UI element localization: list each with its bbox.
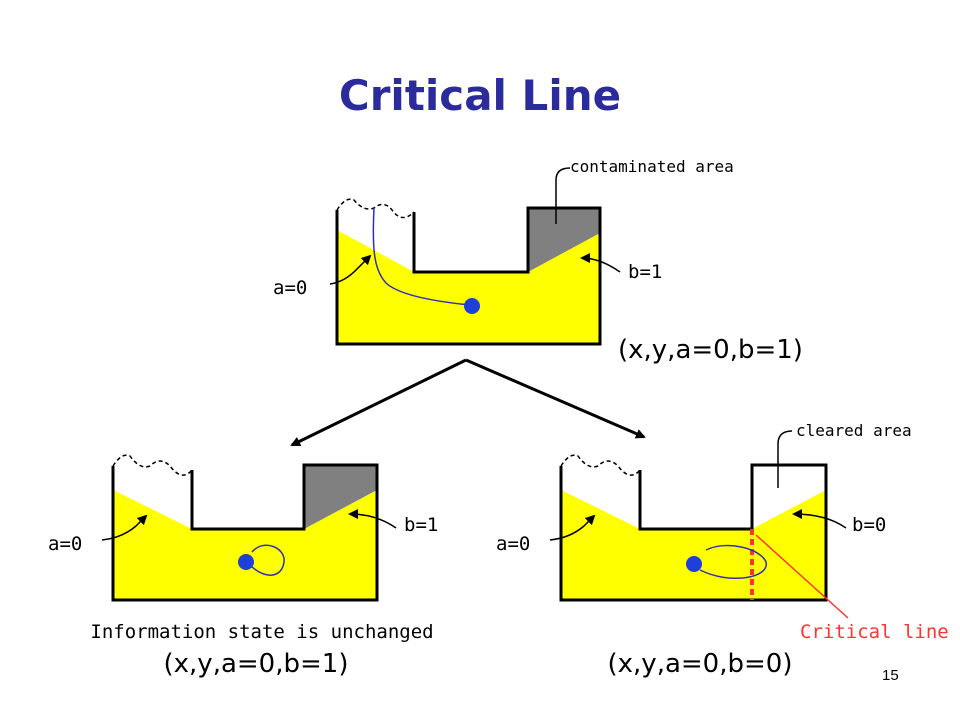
a-label: a=0 xyxy=(273,277,307,299)
page-number: 15 xyxy=(882,667,899,684)
left-panel: a=0 b=1 Information state is unchanged (… xyxy=(48,454,438,679)
robot-dot-icon xyxy=(464,298,480,314)
b-leader xyxy=(792,509,847,529)
contaminated-leader xyxy=(555,167,571,224)
arrow-left xyxy=(290,358,467,447)
water-region xyxy=(337,230,600,344)
robot-dot-icon xyxy=(238,554,254,570)
slide-title: Critical Line xyxy=(339,71,621,120)
b-leader xyxy=(580,253,621,273)
a-label: a=0 xyxy=(48,533,82,555)
top-state-label: (x,y,a=0,b=1) xyxy=(618,335,803,365)
water-region xyxy=(113,490,377,600)
uncertain-boundary xyxy=(560,454,641,476)
robot-loop-path xyxy=(249,544,285,576)
robot-dot-icon xyxy=(686,556,702,572)
a-leader xyxy=(101,514,148,541)
a-label: a=0 xyxy=(496,533,530,555)
b-label: b=1 xyxy=(628,261,662,283)
robot-path xyxy=(372,207,471,306)
water-region xyxy=(561,490,826,600)
contaminated-region xyxy=(528,208,600,272)
a-leader xyxy=(549,514,596,541)
info-caption: Information state is unchanged xyxy=(90,621,433,643)
tank-outline xyxy=(559,463,828,602)
arrow-right xyxy=(465,358,646,439)
contaminated-label: contaminated area xyxy=(570,157,734,176)
b-leader xyxy=(348,509,397,529)
right-panel: cleared area a=0 b=0 Critical line (x,y,… xyxy=(496,421,949,679)
uncertain-boundary xyxy=(336,198,415,219)
right-state-label: (x,y,a=0,b=0) xyxy=(608,649,793,679)
cleared-label: cleared area xyxy=(796,421,912,440)
contaminated-region xyxy=(304,465,377,529)
top-panel: contaminated area a=0 b=1 (x,y,a=0,b=1) xyxy=(273,157,803,365)
a-leader xyxy=(329,254,372,285)
b-label: b=0 xyxy=(852,514,886,536)
tank-outline xyxy=(111,463,379,602)
left-state-label: (x,y,a=0,b=1) xyxy=(164,649,349,679)
tank-outline xyxy=(335,206,602,346)
uncertain-boundary xyxy=(112,454,193,476)
cleared-leader xyxy=(777,430,793,488)
critical-line-label: Critical line xyxy=(800,621,949,643)
b-label: b=1 xyxy=(404,514,438,536)
critical-leader xyxy=(755,534,849,619)
robot-loop-path xyxy=(699,544,767,580)
